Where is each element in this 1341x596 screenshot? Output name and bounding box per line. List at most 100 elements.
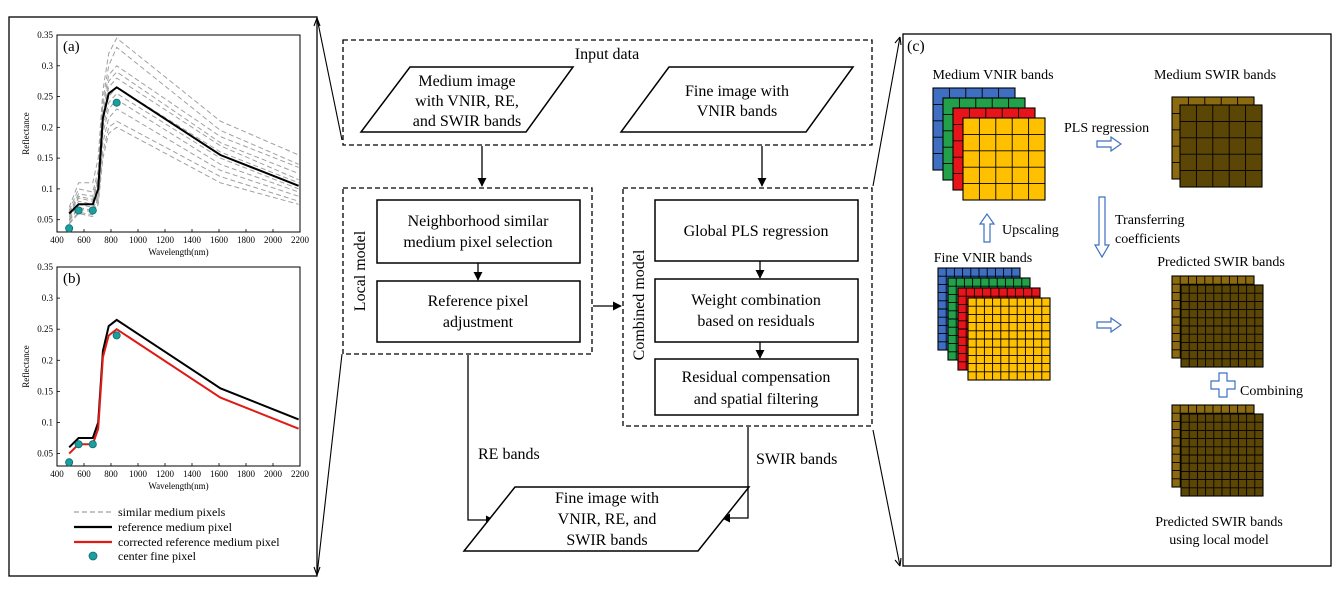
legend-label-similar: similar medium pixels [118,505,226,519]
x-tick-label: 1600 [210,235,229,245]
fine-vnir-yellow-band [967,297,1051,381]
medium-vnir-yellow-band [962,117,1046,201]
y-tick-label: 0.1 [42,184,53,194]
x-tick-label: 2000 [264,235,283,245]
residual-compensation-line1: Residual compensation [682,369,831,386]
fine-image-box [619,66,855,133]
similar-pixel-line [68,86,299,217]
medium-vnir-label: Medium VNIR bands [932,68,1053,83]
similar-pixel-line [68,98,299,221]
similar-pixel-line [68,71,299,214]
neighborhood-line1: Neighborhood similar [408,213,550,230]
y-tick-label: 0.3 [42,61,54,71]
y-axis-label: Reflectance [21,112,31,154]
y-tick-label: 0.15 [37,386,53,396]
connector-left-bottom [316,353,343,576]
x-axis-label: Wavelength(nm) [148,481,208,491]
panel-c-label: (c) [907,38,925,55]
x-tick-label: 400 [50,469,64,479]
similar-pixel-line [68,46,299,211]
legend-marker-center [88,551,98,561]
connector-left-top [316,17,343,141]
neighborhood-line2: medium pixel selection [403,234,552,251]
panel-label: (a) [63,39,80,55]
local-model-frame [342,187,593,355]
panel-label: (b) [63,271,81,287]
legend-label-reference: reference medium pixel [118,520,233,534]
center-fine-pixel-point [74,440,83,449]
similar-pixel-line [68,108,299,222]
predicted-swir-label: Predicted SWIR bands [1157,255,1285,270]
y-tick-label: 0.05 [37,215,53,225]
y-tick-label: 0.25 [37,324,53,334]
input-data-title: Input data [575,46,639,63]
input-data-frame [342,39,873,146]
medium-image-line3: and SWIR bands [413,113,521,130]
y-tick-label: 0.35 [37,262,53,272]
x-tick-label: 1400 [183,235,202,245]
similar-pixel-line [68,77,299,216]
global-pls-box [654,199,859,262]
y-tick-label: 0.3 [42,293,54,303]
medium-swir-band-2 [1179,104,1263,188]
global-pls-text: Global PLS regression [684,223,829,240]
predicted-swir-band-2 [1180,284,1264,368]
connector-right-arrowhead-bottom [894,557,902,567]
band-grid-stacks [932,87,1264,497]
y-tick-label: 0.05 [37,449,53,459]
weight-combination-line1: Weight combination [691,292,821,309]
weight-combination-line2: based on residuals [697,313,814,330]
upscaling-label: Upscaling [1002,223,1059,238]
corrected-pixel-line [68,327,299,455]
medium-image-line2: with VNIR, RE, [415,93,519,110]
fine-image-line2: VNIR bands [697,103,777,120]
x-tick-label: 1000 [129,235,148,245]
x-tick-label: 2200 [291,469,310,479]
x-tick-label: 1800 [237,235,256,245]
re-bands-label: RE bands [478,446,540,463]
legend-label-center: center fine pixel [118,549,197,563]
predicted-local-swir-band-2 [1180,413,1264,497]
x-tick-label: 800 [104,235,118,245]
x-tick-label: 1600 [210,469,229,479]
y-tick-label: 0.1 [42,417,53,427]
center-fine-pixel-point [65,458,74,467]
weight-combination-box [654,278,859,343]
connector-right-arrowhead-top [894,36,902,46]
similar-pixel-line [68,126,299,225]
combined-model-label: Combined model [631,249,648,360]
pls-arrow-icon [1096,135,1123,153]
residual-compensation-box [654,358,859,416]
x-tick-label: 400 [50,235,64,245]
arrow-swir-bands [721,427,749,523]
reference-adjust-line2: adjustment [443,314,514,331]
output-image-line2: VNIR, RE, and [558,511,657,528]
y-axis-label: Reflectance [21,345,31,387]
center-fine-pixel-point [88,440,97,449]
fine-to-predicted-arrow-icon [1096,316,1123,334]
predicted-local-line2: using local model [1169,533,1269,548]
y-tick-label: 0.25 [37,92,53,102]
center-fine-pixel-point [65,224,74,233]
right-panel-frame [902,33,1332,567]
reference-adjust-line1: Reference pixel [428,293,529,310]
swir-bands-label: SWIR bands [756,451,837,468]
plot-area [56,34,301,233]
output-image-line1: Fine image with [555,490,659,507]
medium-swir-label: Medium SWIR bands [1154,68,1276,83]
fine-image-line1: Fine image with [685,83,789,100]
fine-vnir-label: Fine VNIR bands [934,251,1033,266]
center-fine-pixel-point [112,98,121,107]
x-tick-label: 800 [104,469,118,479]
output-image-line3: SWIR bands [566,532,647,549]
pls-regression-label: PLS regression [1064,121,1149,136]
x-tick-label: 1400 [183,469,202,479]
y-tick-label: 0.2 [42,122,53,132]
neighborhood-box [376,199,581,264]
reference-pixel-line [68,86,299,215]
combining-label: Combining [1240,384,1303,399]
similar-pixel-line [68,120,299,224]
transferring-arrow-icon [1093,196,1111,259]
